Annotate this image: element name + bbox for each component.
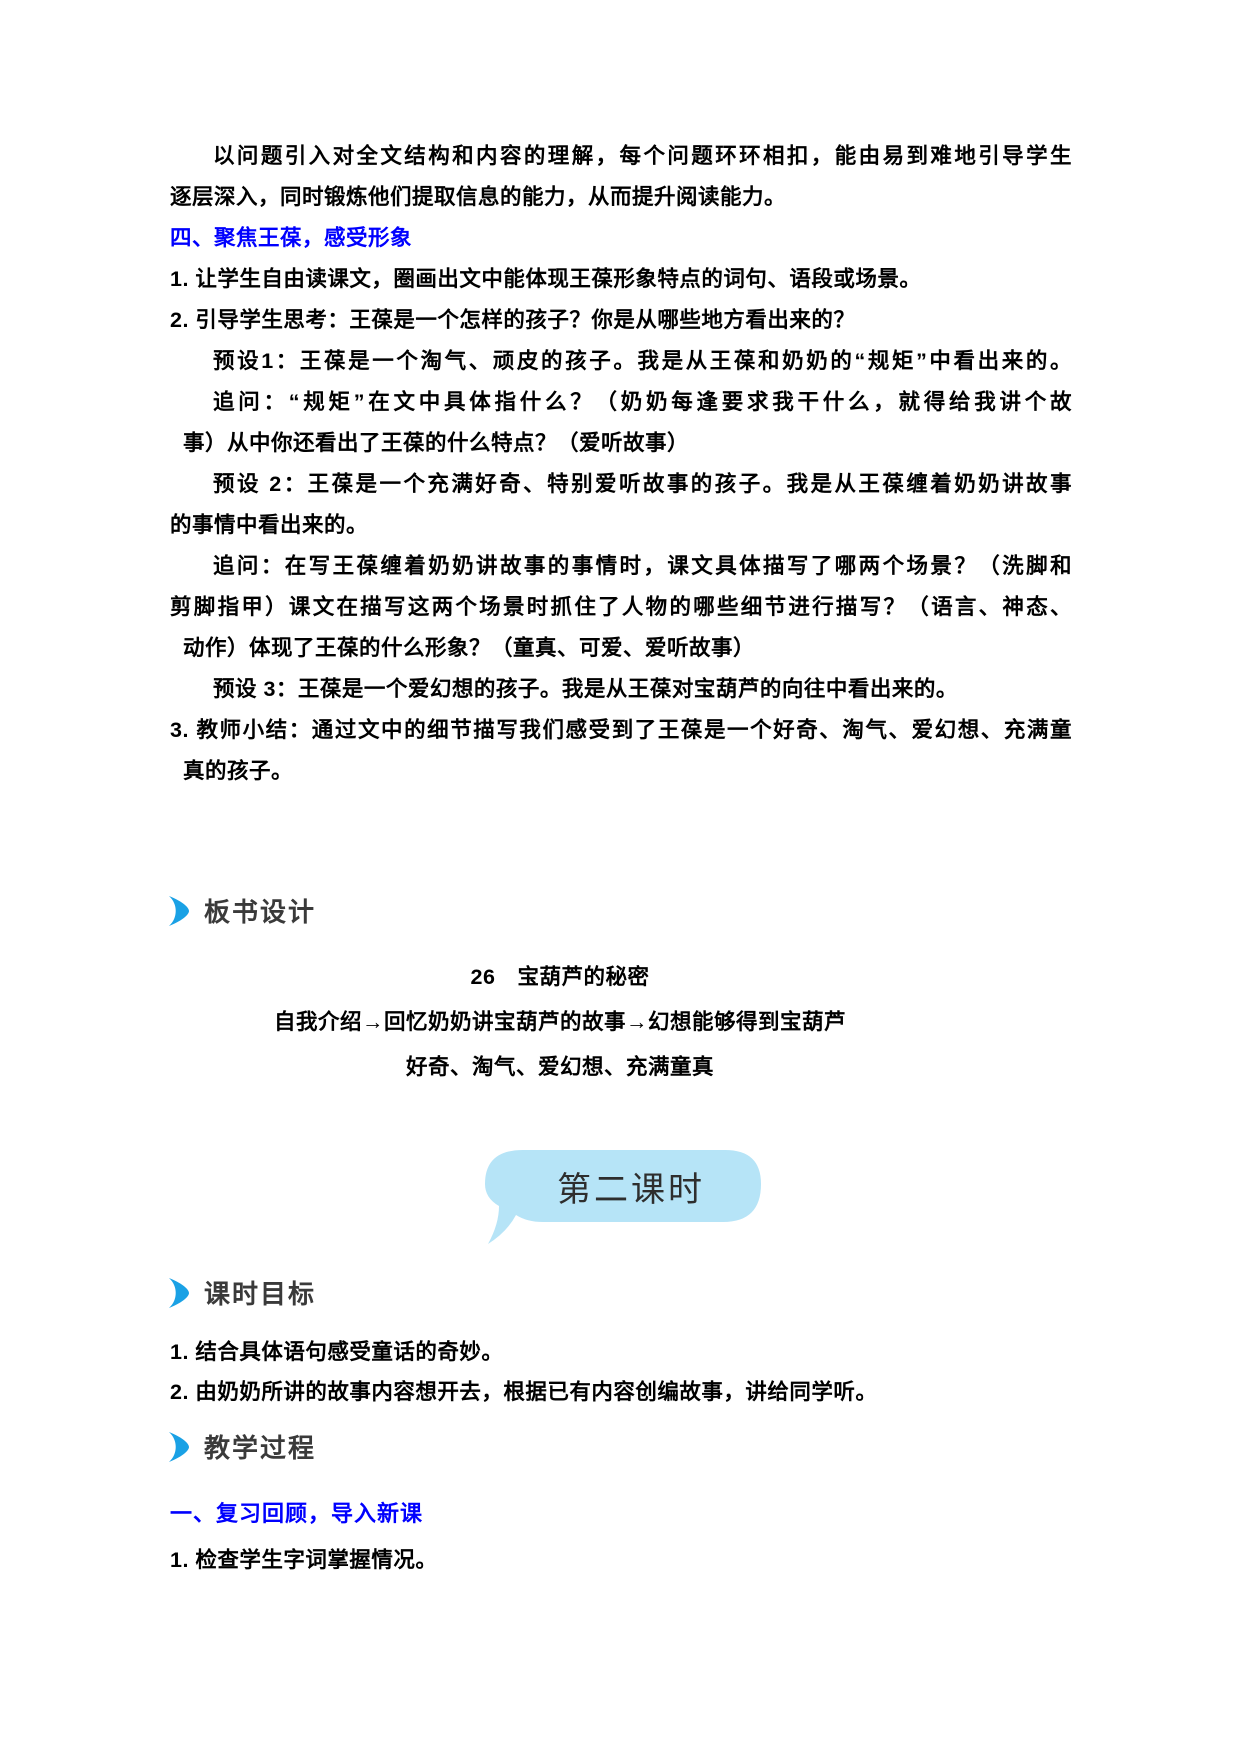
- board-flow-line: 自我介绍→回忆奶奶讲宝葫芦的故事→幻想能够得到宝葫芦: [273, 1010, 846, 1034]
- followup-line: 追问：“规矩”在文中具体指什么？（奶奶每逢要求我干什么，就得给我讲个故: [213, 390, 1072, 414]
- goal-item: 1. 结合具体语句感受童话的奇妙。: [170, 1340, 504, 1364]
- preset-line: 预设 2：王葆是一个充满好奇、特别爱听故事的孩子。我是从王葆缠着奶奶讲故事: [213, 472, 1072, 496]
- lesson-two-bubble-label: 第二课时: [557, 1171, 705, 1209]
- preset-line: 预设1：王葆是一个淘气、顽皮的孩子。我是从王葆和奶奶的“规矩”中看出来的。: [213, 349, 1072, 373]
- step-one-item: 1. 检查学生字词掌握情况。: [170, 1548, 438, 1572]
- lesson-goals-heading-label: 课时目标: [204, 1279, 317, 1309]
- chevron-right-icon: [169, 1277, 189, 1308]
- followup-line: 追问：在写王葆缠着奶奶讲故事的事情时，课文具体描写了哪两个场景？（洗脚和: [213, 554, 1072, 578]
- preset-line: 预设 3：王葆是一个爱幻想的孩子。我是从王葆对宝葫芦的向往中看出来的。: [213, 677, 958, 701]
- followup-line: 事）从中你还看出了王葆的什么特点？（爱听故事）: [183, 431, 690, 455]
- speech-bubble-shape: [485, 1150, 761, 1244]
- followup-line: 剪脚指甲）课文在描写这两个场景时抓住了人物的哪些细节进行描写？（语言、神态、: [170, 595, 1072, 619]
- board-title-line: 26 宝葫芦的秘密: [470, 965, 650, 989]
- chevron-right-icon: [169, 1431, 189, 1462]
- lesson-two-bubble: 第二课时: [483, 1148, 765, 1248]
- numbered-item: 2. 引导学生思考：王葆是一个怎样的孩子？你是从哪些地方看出来的？: [170, 308, 856, 332]
- numbered-item: 1. 让学生自由读课文，圈画出文中能体现王葆形象特点的词句、语段或场景。: [170, 267, 922, 291]
- teaching-process-heading-label: 教学过程: [204, 1433, 317, 1463]
- preset-line: 的事情中看出来的。: [170, 513, 369, 537]
- paragraph-line: 以问题引入对全文结构和内容的理解，每个问题环环相扣，能由易到难地引导学生: [213, 144, 1072, 168]
- summary-line: 3. 教师小结：通过文中的细节描写我们感受到了王葆是一个好奇、淘气、爱幻想、充满…: [170, 718, 1072, 742]
- board-design-heading: 板书设计: [168, 892, 316, 929]
- section-heading-focus: 四、聚焦王葆，感受形象: [170, 226, 413, 250]
- board-traits-line: 好奇、淘气、爱幻想、充满童真: [405, 1055, 714, 1079]
- summary-line: 真的孩子。: [183, 759, 294, 783]
- board-design-heading-label: 板书设计: [204, 897, 317, 927]
- followup-line: 动作）体现了王葆的什么形象？（童真、可爱、爱听故事）: [183, 636, 756, 660]
- teaching-process-heading: 教学过程: [168, 1428, 316, 1465]
- chevron-right-icon: [169, 895, 189, 926]
- goal-item: 2. 由奶奶所讲的故事内容想开去，根据已有内容创编故事，讲给同学听。: [170, 1380, 878, 1404]
- board-design-content: 26 宝葫芦的秘密 自我介绍→回忆奶奶讲宝葫芦的故事→幻想能够得到宝葫芦 好奇、…: [170, 955, 950, 1090]
- step-one-heading: 一、复习回顾，导入新课: [170, 1501, 424, 1526]
- paragraph-line: 逐层深入，同时锻炼他们提取信息的能力，从而提升阅读能力。: [170, 185, 787, 209]
- lesson-notes-block: 以问题引入对全文结构和内容的理解，每个问题环环相扣，能由易到难地引导学生 逐层深…: [170, 136, 1072, 792]
- lesson-goals-heading: 课时目标: [168, 1274, 316, 1311]
